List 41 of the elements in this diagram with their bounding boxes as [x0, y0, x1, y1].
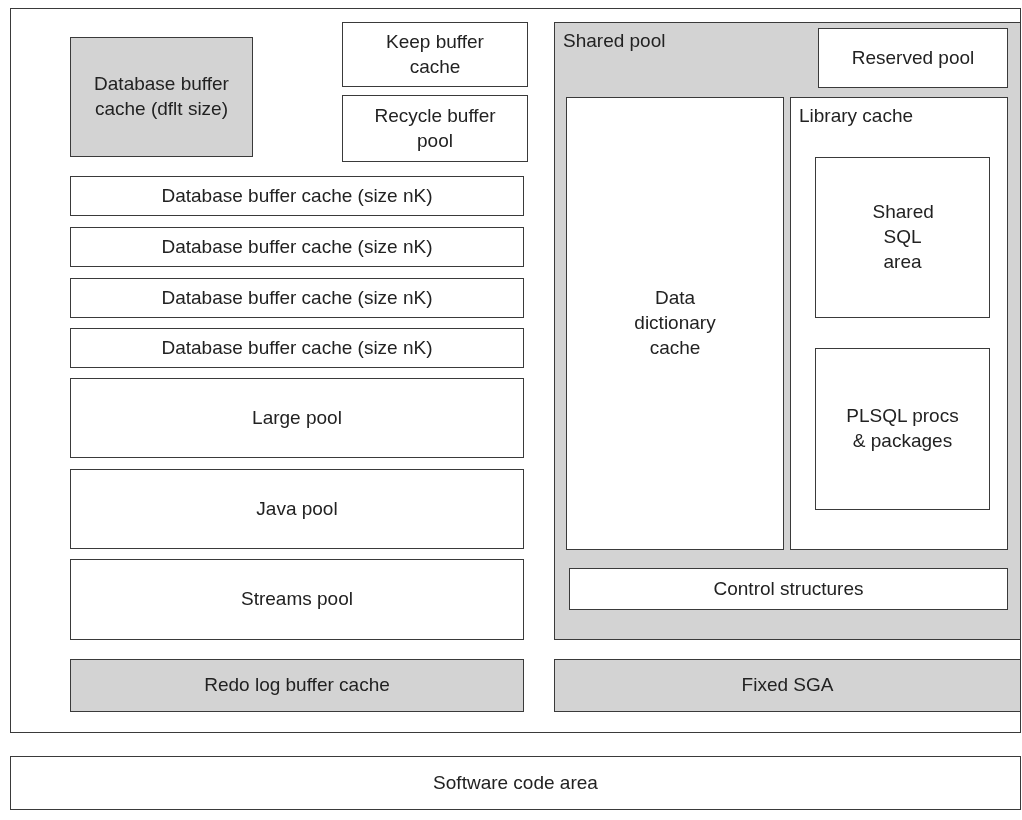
box-label: Fixed SGA: [741, 673, 834, 698]
box-label: Software code area: [433, 770, 598, 795]
cache-box: [70, 278, 524, 318]
pool-box: [818, 28, 1008, 88]
sga-panel: [10, 8, 1021, 733]
cache-box: [70, 328, 524, 368]
box-label: Control structures: [713, 576, 864, 601]
cache-box: [70, 227, 524, 267]
box-label: Large pool: [252, 405, 342, 430]
box-label: Database buffer cache (size nK): [161, 183, 433, 208]
pool-panel: [554, 22, 1021, 640]
cache-box: [342, 22, 528, 87]
box-label: Redo log buffer cache: [204, 673, 390, 698]
box-label: Reserved pool: [851, 45, 975, 70]
box-label: Streams pool: [241, 587, 353, 612]
box-label: Library cache: [799, 104, 914, 128]
cache-box: [70, 659, 524, 712]
box-label: Keep buffer cache: [385, 29, 485, 79]
box-label: Data dictionary cache: [633, 286, 717, 360]
box-label: Shared SQL area: [872, 200, 933, 274]
box-label: Shared pool: [563, 29, 666, 53]
code-area-box: [10, 756, 1021, 810]
cache-box: [566, 97, 784, 550]
pool-box: [70, 469, 524, 549]
area-box: [815, 348, 990, 510]
pool-box: [70, 378, 524, 458]
area-box: [815, 157, 990, 318]
box-label: Database buffer cache (size nK): [161, 285, 433, 310]
pool-box: [342, 95, 528, 162]
cache-panel: [790, 97, 1008, 550]
cache-box: [70, 37, 253, 157]
sga-box: [554, 659, 1021, 712]
pool-box: [70, 559, 524, 640]
cache-box: [70, 176, 524, 216]
box-label: Database buffer cache (size nK): [161, 335, 433, 360]
box-label: Recycle buffer pool: [373, 103, 497, 153]
box-label: Java pool: [256, 496, 338, 521]
structure-box: [569, 568, 1008, 610]
box-label: Database buffer cache (size nK): [161, 234, 433, 259]
box-label: PLSQL procs & packages: [845, 404, 960, 453]
box-label: Database buffer cache (dflt size): [93, 72, 230, 121]
